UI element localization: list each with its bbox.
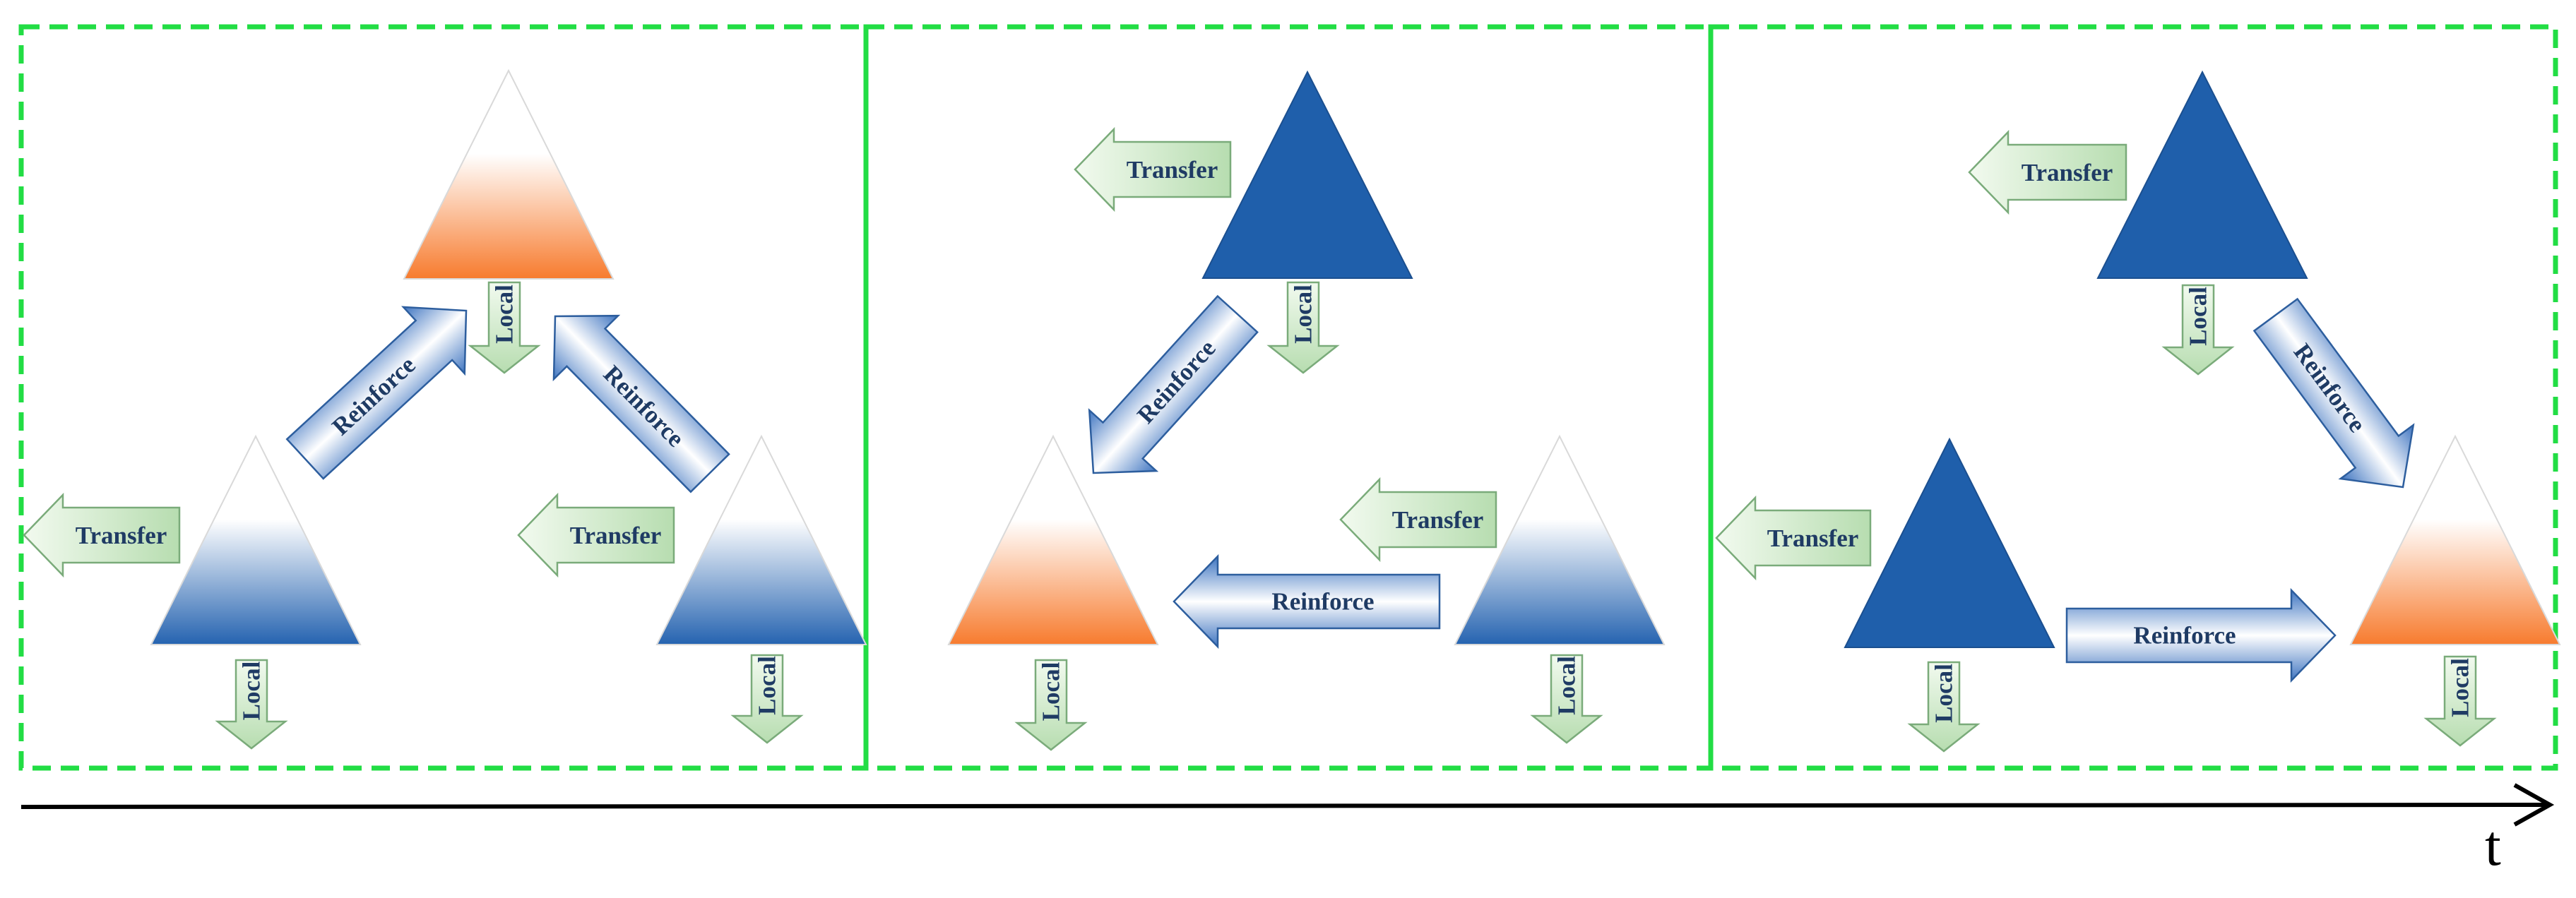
stage-2-right-transfer-shape (1339, 477, 1497, 563)
stage-2-reinforce-right-label: Reinforce (1271, 588, 1374, 616)
stage-1-left-transfer-label: Transfer (76, 522, 167, 549)
stage-1-top-node (403, 68, 615, 280)
stage-3-top-transfer: Transfer (1968, 129, 2127, 215)
time-axis-line (20, 803, 2547, 809)
stage-3-reinforce-top: Reinforce (2252, 297, 2415, 489)
stage-1-left-transfer-shape (23, 492, 181, 578)
stage-3-top-local: Local (2161, 284, 2235, 376)
stage-2-top-node (1201, 70, 1413, 279)
stage-3-right-node (2349, 434, 2561, 645)
stage-2-right-local-label: Local (1553, 656, 1581, 715)
stage-3-left-local: Local (1907, 661, 1981, 753)
stage-3-left-local-shape (1907, 661, 1981, 753)
stage-2-top-local: Local (1266, 281, 1340, 374)
stage-3-right-local-shape (2423, 655, 2497, 747)
stage-3-reinforce-top-shape (2252, 297, 2415, 489)
stage-2-right-transfer-label: Transfer (1392, 506, 1484, 534)
stage-1-right-transfer-label: Transfer (570, 522, 662, 549)
stage-1-reinforce-right: Reinforce (552, 314, 730, 493)
stage-2-reinforce-right-shape (1173, 553, 1441, 649)
stage-3-top-transfer-shape (1968, 129, 2127, 215)
stage-3-right-local-label: Local (2447, 658, 2474, 717)
stage-1-right-transfer: Transfer (517, 492, 675, 578)
stage-3-reinforce-left-label: Reinforce (2133, 622, 2236, 649)
stage-2-reinforce-top-shape (1088, 294, 1259, 474)
time-axis-label: t (2485, 813, 2501, 878)
stage-3-top-transfer-label: Transfer (2022, 159, 2113, 186)
stage-2-top-local-label: Local (1290, 285, 1317, 344)
stage-2-top-transfer-label: Transfer (1127, 156, 1218, 184)
stage-1-right-local-label: Local (754, 656, 781, 715)
stage-1-right-transfer-shape (517, 492, 675, 578)
stage-3-right-local: Local (2423, 655, 2497, 747)
stage-3-left-transfer-label: Transfer (1767, 525, 1859, 552)
stage-2-left-local-label: Local (1038, 661, 1065, 721)
time-axis-arrowhead (2513, 783, 2555, 827)
stage-2-left-local-shape (1014, 659, 1088, 751)
stage-3-left-transfer: Transfer (1715, 495, 1872, 581)
stage-2-right-node (1454, 434, 1666, 645)
stage-1-left-node (150, 434, 362, 645)
stage-2-reinforce-right: Reinforce (1173, 553, 1441, 649)
stage-3-top-node (2096, 70, 2308, 279)
stage-3-top-local-shape (2161, 284, 2235, 376)
stage-2-reinforce-top: Reinforce (1088, 294, 1259, 474)
stage-1-right-local-shape (730, 654, 804, 744)
stage-1-frame (18, 24, 869, 771)
stage-2-top-transfer-shape (1074, 126, 1232, 212)
stage-1-reinforce-left-shape (285, 306, 468, 480)
stage-1-reinforce-right-shape (552, 314, 730, 493)
stage-2-right-transfer: Transfer (1339, 477, 1497, 563)
stage-3-reinforce-left-shape (2065, 587, 2337, 683)
stage-1-top-local: Local (468, 281, 541, 374)
stage-2-top-transfer: Transfer (1074, 126, 1232, 212)
stage-3-left-node (1844, 437, 2055, 648)
stage-1-left-local: Local (215, 659, 288, 750)
stage-1-right-local: Local (730, 654, 804, 744)
stage-1-top-local-label: Local (491, 285, 518, 344)
stage-2-top-local-shape (1266, 281, 1340, 374)
stage-3-left-local-label: Local (1930, 664, 1958, 723)
stage-1-reinforce-left: Reinforce (285, 306, 468, 480)
stage-2-left-local: Local (1014, 659, 1088, 751)
stage-1-right-node (655, 434, 867, 645)
stage-2-left-node (947, 434, 1159, 645)
stage-2-right-local-shape (1530, 654, 1603, 744)
stage-3-left-transfer-shape (1715, 495, 1872, 581)
stage-1-left-local-shape (215, 659, 288, 750)
stage-1-left-transfer: Transfer (23, 492, 181, 578)
stage-1-left-local-label: Local (238, 661, 266, 720)
stage-3-reinforce-left: Reinforce (2065, 587, 2337, 683)
stage-3-top-local-label: Local (2185, 287, 2212, 346)
stage-3-frame (1708, 24, 2558, 771)
stage-1-top-local-shape (468, 281, 541, 374)
stage-2-right-local: Local (1530, 654, 1603, 744)
